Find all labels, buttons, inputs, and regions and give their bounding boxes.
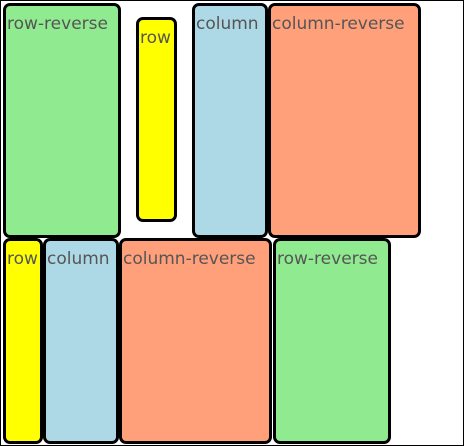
box-column-bottom: column: [43, 238, 119, 444]
box-label: column: [47, 249, 110, 269]
box-column-reverse-bottom: column-reverse: [119, 238, 272, 444]
box-column-top: column: [192, 3, 268, 238]
box-row-reverse-top: row-reverse: [3, 3, 121, 238]
box-label: row: [7, 249, 38, 269]
box-row-top: row: [136, 17, 177, 222]
box-column-reverse-top: column-reverse: [268, 3, 421, 238]
box-label: column-reverse: [123, 249, 256, 269]
box-row-bottom: row: [3, 238, 43, 444]
box-row-reverse-bottom: row-reverse: [273, 238, 391, 444]
box-label: column: [196, 14, 259, 34]
box-label: row: [140, 28, 171, 48]
box-label: column-reverse: [272, 14, 405, 34]
box-label: row-reverse: [7, 14, 108, 34]
box-label: row-reverse: [277, 249, 378, 269]
